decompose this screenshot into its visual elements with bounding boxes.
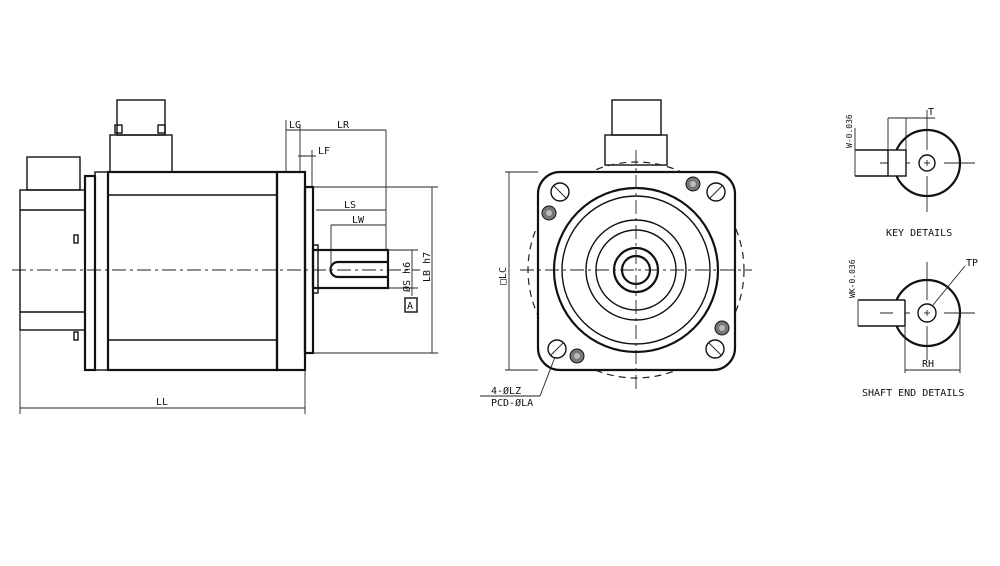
- lf-label: LF: [318, 146, 330, 157]
- lw-label: LW: [352, 215, 365, 226]
- power-connector: [109, 134, 173, 173]
- mounting-holes: [547, 182, 726, 359]
- key-t-label: T: [928, 107, 934, 118]
- front-view: □LC 4-ØLZ PCD-ØLA: [480, 99, 752, 409]
- shaft-end-details: TP RH WK-0.036 SHAFT END DETAILS: [848, 258, 978, 399]
- key-details-caption: KEY DETAILS: [886, 228, 952, 239]
- tp-label: TP: [966, 258, 978, 269]
- lz-label: 4-ØLZ: [491, 385, 521, 397]
- lg-label: LG: [289, 120, 301, 131]
- shaft-diameter-label: ØS h6: [401, 262, 413, 292]
- lr-label: LR: [337, 120, 350, 131]
- bolts: [541, 176, 730, 364]
- flange: [275, 170, 307, 372]
- pcd-label: PCD-ØLA: [491, 397, 533, 409]
- shaft-end-details-caption: SHAFT END DETAILS: [862, 388, 964, 399]
- key-details: W-0.036 T KEY DETAILS: [845, 107, 975, 239]
- rear-plate: [83, 174, 97, 372]
- square-flange: [536, 170, 737, 372]
- keyway: [329, 260, 388, 279]
- key-width-label: W-0.036: [845, 114, 854, 148]
- lc-label: □LC: [498, 267, 509, 285]
- datum-a-label: A: [407, 301, 413, 312]
- encoder-connector: [26, 156, 81, 191]
- front-connector: [611, 99, 662, 136]
- shaft: [311, 248, 390, 290]
- rh-label: RH: [922, 359, 934, 370]
- ll-label: LL: [156, 397, 168, 408]
- side-view: LG LR LF LS LW ØS h6 A LB h7 LL: [12, 99, 438, 414]
- encoder-housing: [19, 189, 86, 331]
- ls-label: LS: [344, 200, 356, 211]
- lb-label: LB h7: [422, 252, 433, 282]
- wk-label: WK-0.036: [848, 259, 857, 298]
